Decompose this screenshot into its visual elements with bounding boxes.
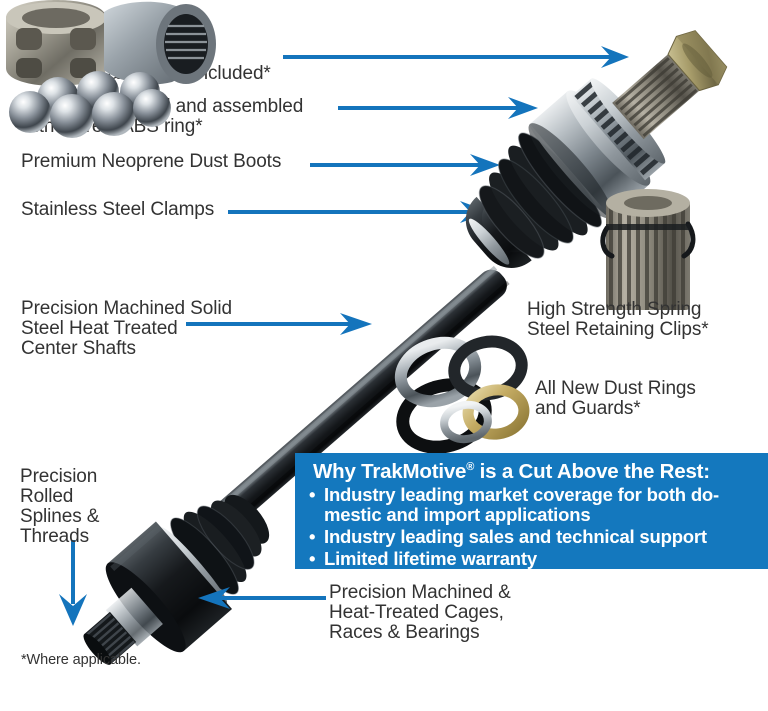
axle-nut xyxy=(667,30,728,92)
label-hardware: All Necessary Attached Hardware & Grease… xyxy=(21,43,271,85)
arrow-hardware xyxy=(283,46,633,68)
label-center-shafts: Precision Machined Solid Steel Heat Trea… xyxy=(21,298,232,360)
retaining-clip xyxy=(600,225,615,259)
why-trakmotive-callout: Why TrakMotive® is a Cut Above the Rest:… xyxy=(295,453,768,569)
callout-title-prefix: Why TrakMotive xyxy=(313,460,467,483)
label-dust-boots: Premium Neoprene Dust Boots xyxy=(21,151,282,172)
callout-bullet-3: Limited lifetime warranty xyxy=(309,548,762,569)
callout-bullet-1: Industry leading market coverage for bot… xyxy=(309,485,762,525)
label-retaining-clips: High Strength Spring Steel Retaining Cli… xyxy=(527,299,709,341)
inner-dust-boot xyxy=(170,494,270,595)
registered-trademark-icon: ® xyxy=(466,461,475,474)
arrow-clamps xyxy=(228,201,500,223)
abs-ring xyxy=(571,78,666,181)
dust-ring-black xyxy=(396,378,492,454)
spring-steel-retaining-clip-inset xyxy=(600,189,696,310)
callout-title: Why TrakMotive® is a Cut Above the Rest: xyxy=(313,460,710,484)
callout-bullet-list: Industry leading market coverage for bot… xyxy=(309,485,762,571)
dust-ring-dark xyxy=(448,335,528,401)
callout-title-suffix: is a Cut Above the Rest: xyxy=(474,460,710,483)
arrow-abs-ring xyxy=(338,97,548,119)
arrow-splines xyxy=(57,540,89,628)
dust-ring-gold xyxy=(462,384,530,440)
arrow-dust-boots xyxy=(310,154,510,176)
arrow-cages xyxy=(192,587,332,609)
dust-rings-and-guards-inset xyxy=(394,335,530,454)
callout-bullet-2: Industry leading sales and technical sup… xyxy=(309,526,762,547)
label-cages: Precision Machined & Heat-Treated Cages,… xyxy=(329,582,511,644)
label-dust-rings: All New Dust Rings and Guards* xyxy=(535,378,696,420)
footnote: *Where applicable. xyxy=(21,652,141,668)
label-splines: Precision Rolled Splines & Threads xyxy=(20,466,100,548)
dust-ring-steel-2 xyxy=(440,400,492,444)
dust-ring-steel-1 xyxy=(394,336,482,408)
label-clamps: Stainless Steel Clamps xyxy=(21,199,215,220)
label-abs-ring: ABS-consolidated and assembled with corr… xyxy=(21,96,304,138)
